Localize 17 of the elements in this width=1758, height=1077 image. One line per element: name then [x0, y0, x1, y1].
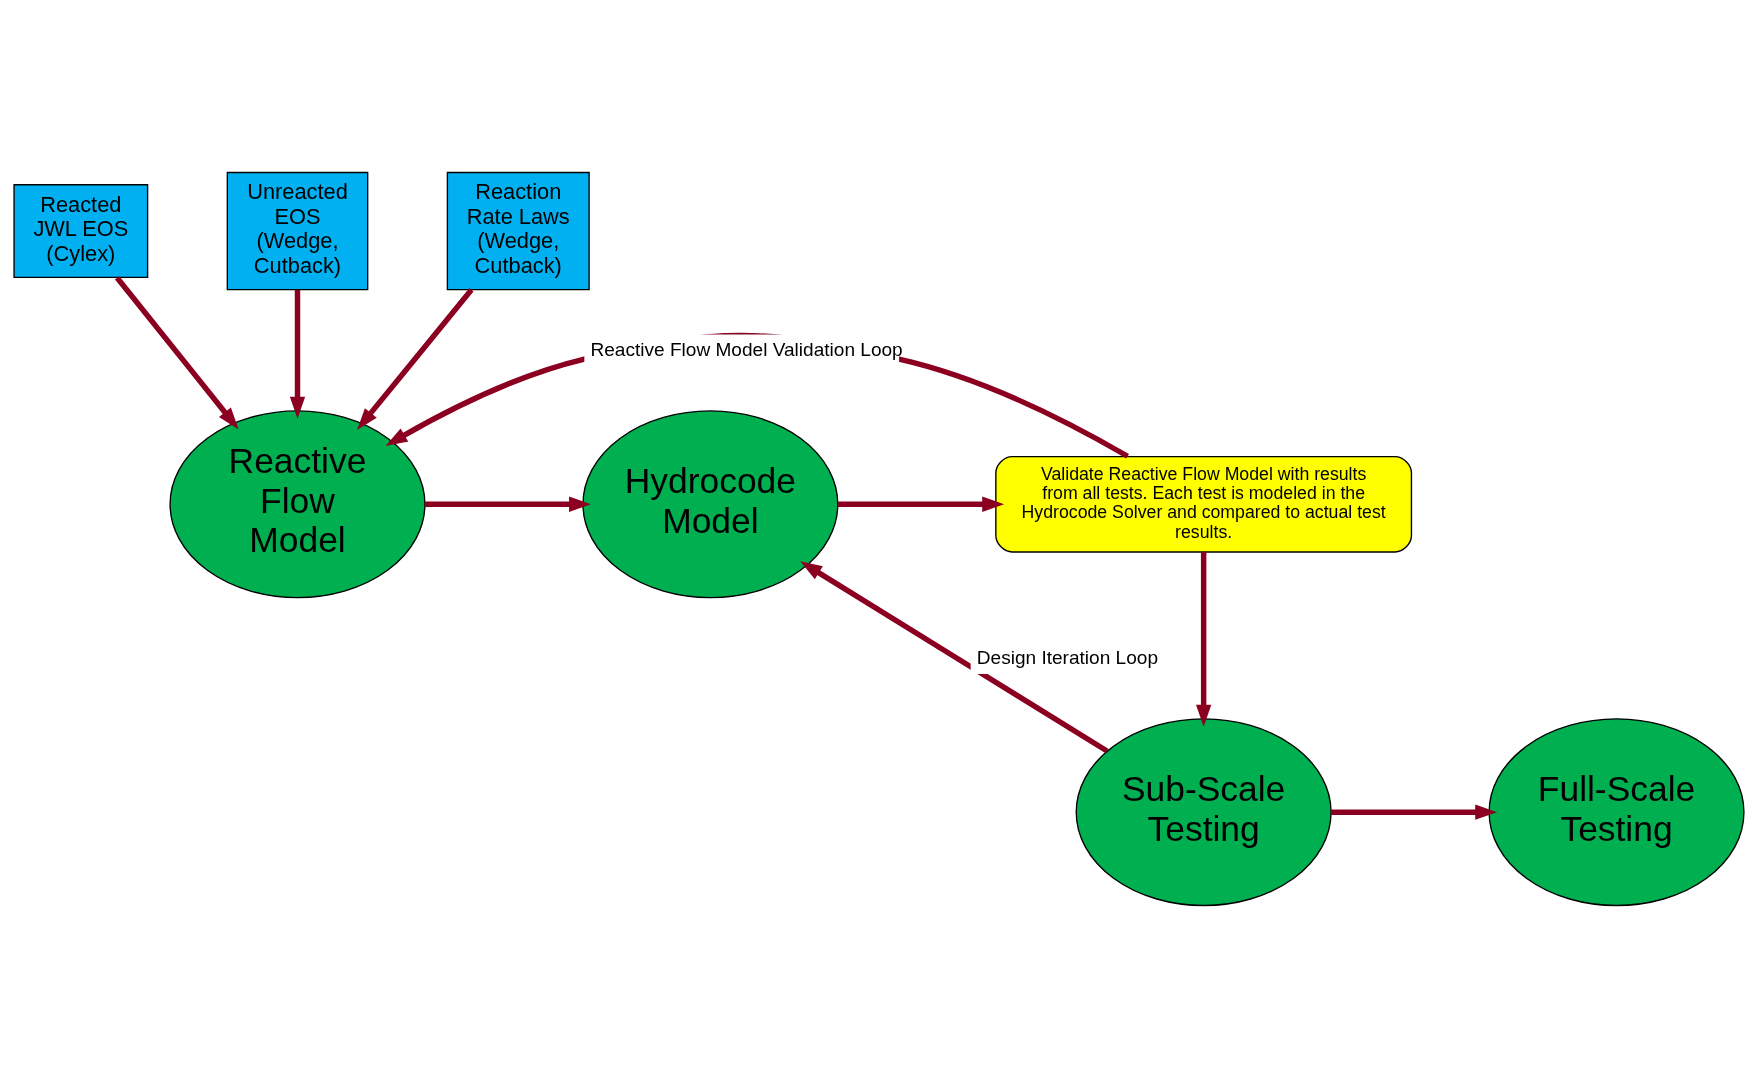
- node-box: Validate Reactive Flow Model with results from all tests. Each test is modeled in the Hydrocode Solver and compared to actual test results.: [995, 455, 1413, 553]
- arrow: [357, 287, 474, 430]
- node-ellipse: Hydrocode Model: [582, 409, 839, 598]
- edge-label: Design Iteration Loop: [976, 646, 1158, 668]
- arrow: [800, 560, 1109, 753]
- arrow: [838, 496, 1005, 512]
- node-box: Unreacted EOS (Wedge, Cutback): [226, 171, 369, 290]
- node-box: Reacted JWL EOS (Cylex): [13, 183, 149, 278]
- edge-label: Reactive Flow Model Validation Loop: [590, 338, 903, 360]
- arrow: [1196, 551, 1212, 727]
- node-box: Reaction Rate Laws (Wedge, Cutback): [446, 171, 590, 290]
- node-ellipse: Full-Scale Testing: [1488, 717, 1745, 906]
- node-ellipse: Sub-Scale Testing: [1075, 717, 1332, 906]
- arrow: [289, 289, 306, 419]
- arrow: [114, 275, 239, 429]
- arrow: [1331, 804, 1498, 820]
- arrow: [424, 496, 591, 512]
